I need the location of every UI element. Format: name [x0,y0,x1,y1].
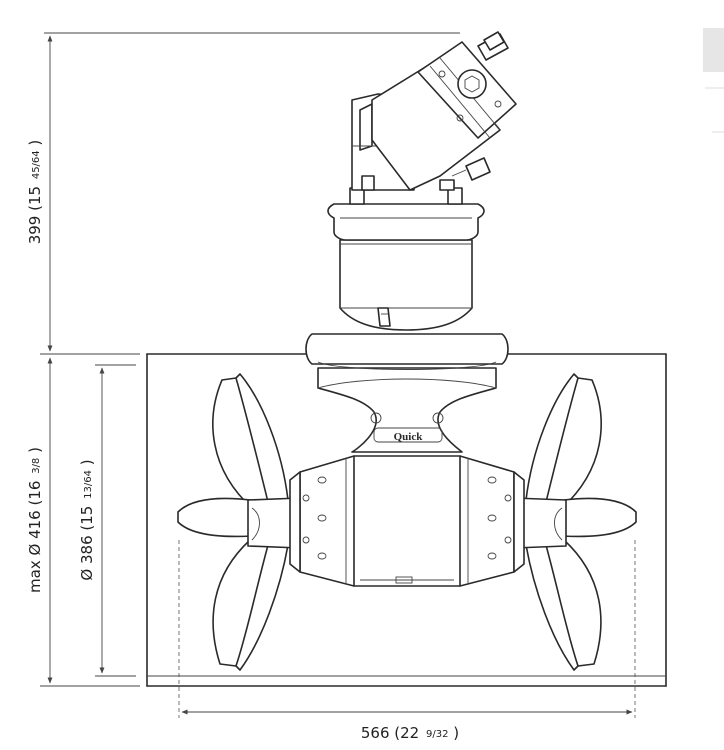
motor-collar [327,187,485,241]
max-diameter-label: max Ø 416 (16 3/8 ) [25,447,44,593]
height-label-main: 399 (15 [26,186,44,244]
width-dimension: 566 (22 9/32 ) [178,540,636,742]
tunnel-outline [146,353,667,687]
left-propeller [177,373,301,671]
diameter-main: Ø 386 (15 [78,506,96,581]
height-dimension: 399 (15 45/64 ) [25,32,460,355]
diameter-close: ) [78,459,96,465]
height-label: 399 (15 45/64 ) [25,140,44,245]
edge-artifact [703,28,724,133]
max-diameter-close: ) [26,447,44,453]
width-label: 566 (22 9/32 ) [361,723,459,742]
propeller-hub [289,455,525,587]
max-diameter-dimension: max Ø 416 (16 3/8 ) [25,357,140,687]
motor-pedestal [339,239,473,331]
width-main: 566 (22 [361,724,419,742]
width-close: ) [453,724,459,742]
mounting-flange [305,333,509,370]
quick-logo: Quick [394,431,424,443]
diameter-dimension: Ø 386 (15 13/64 ) [77,364,136,677]
max-diameter-main: max Ø 416 (16 [26,481,44,593]
right-propeller [513,373,637,671]
height-label-close: ) [26,140,44,146]
max-diameter-fraction: 3/8 [31,458,42,474]
diameter-label: Ø 386 (15 13/64 ) [77,459,96,580]
diameter-fraction: 13/64 [83,470,94,499]
hub-bolts [302,476,512,560]
hydraulic-motor [351,31,517,191]
width-fraction: 9/32 [426,729,448,740]
height-label-fraction: 45/64 [31,150,42,179]
gearleg-housing: Quick [317,367,497,453]
